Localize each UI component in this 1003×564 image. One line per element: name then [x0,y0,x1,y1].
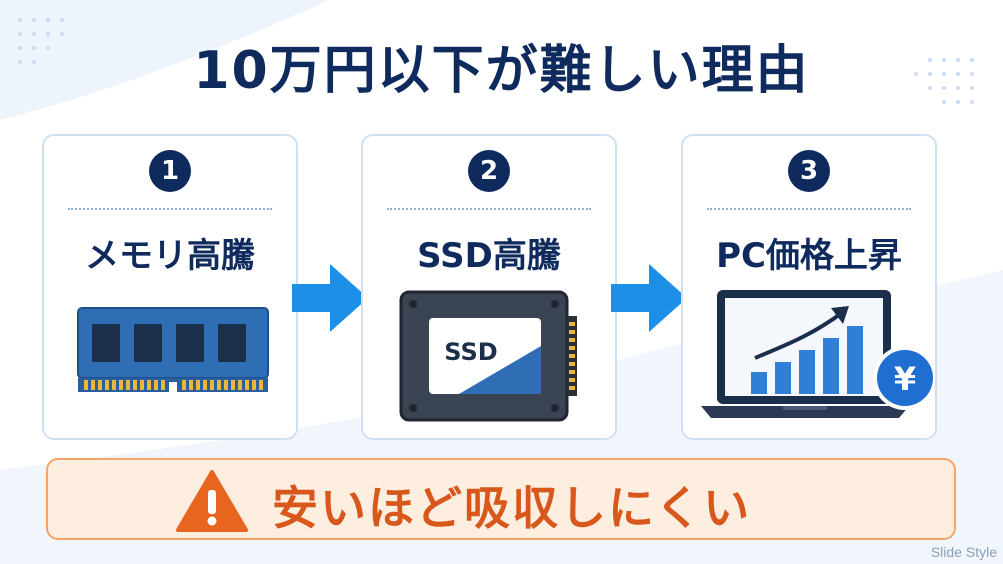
warning-icon [176,470,248,532]
card-label: PC価格上昇 [716,236,902,276]
card-label: SSD高騰 [417,236,561,276]
step-number-badge: 2 [468,150,510,192]
reason-card-memory: 1 メモリ高騰 [42,134,298,440]
arrow-right-icon [292,264,368,332]
dotted-divider [707,208,911,210]
warning-text: 安いほど吸収しにくい [272,481,752,535]
yen-badge-text: ¥ [894,360,916,398]
arrow-right-icon [611,264,687,332]
step-number-badge: 3 [788,150,830,192]
step-number-badge: 1 [149,150,191,192]
memory-module-icon [77,307,269,392]
ssd-drive-icon: SSD [399,290,577,422]
dotted-divider [387,208,591,210]
reason-card-ssd: 2 SSD高騰 SSD [361,134,617,440]
card-label: メモリ高騰 [85,236,255,276]
warning-banner: 安いほど吸収しにくい [46,458,956,540]
laptop-rising-chart-icon: ¥ [701,290,935,418]
dotted-divider [68,208,272,210]
watermark: Slide Style [930,544,997,560]
slide-title: 10万円以下が難しい理由 [193,41,810,101]
ssd-badge-text: SSD [444,338,497,366]
reason-card-pc-price: 3 PC価格上昇 ¥ [681,134,937,440]
